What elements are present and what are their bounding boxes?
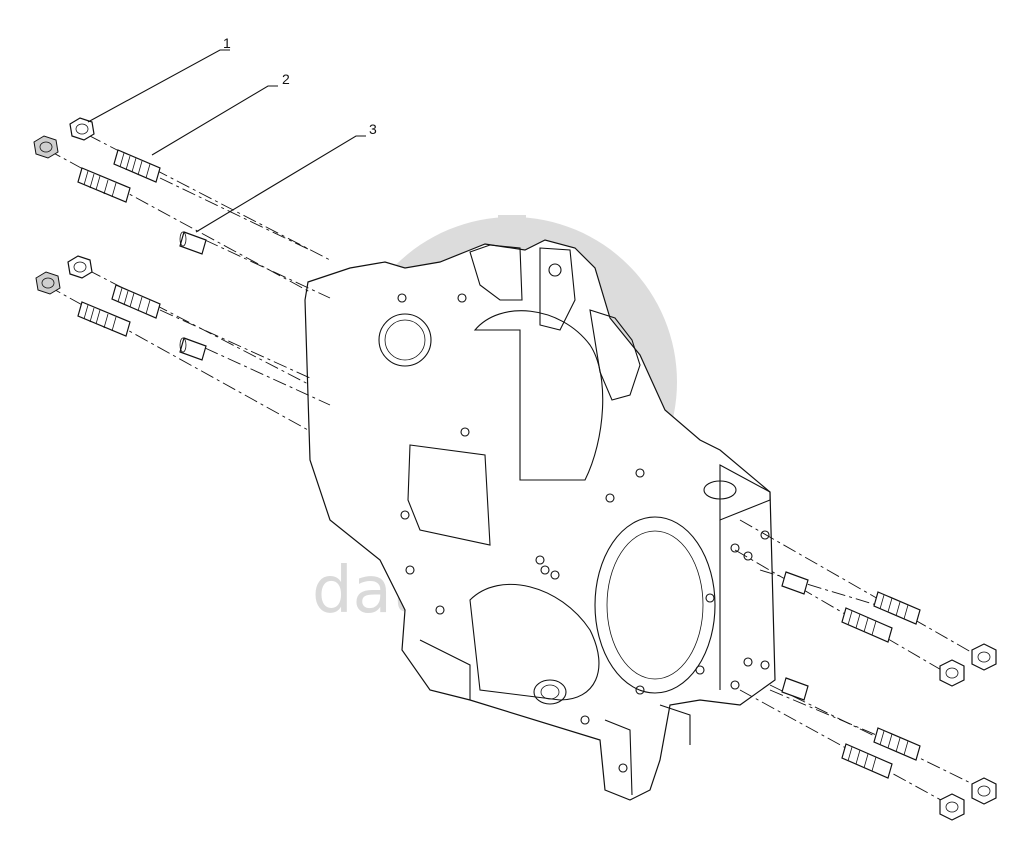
callouts: 1 2 3 (87, 35, 377, 233)
stud-icon (77, 149, 161, 337)
callout-2: 2 (282, 71, 290, 87)
right-hardware (781, 571, 997, 821)
gear-housing (304, 239, 776, 801)
callout-3: 3 (369, 121, 377, 137)
dowel-sleeve-icon (179, 231, 207, 361)
callout-1: 1 (223, 35, 231, 51)
nut-icon (33, 117, 95, 295)
bolt-holes (397, 263, 770, 773)
